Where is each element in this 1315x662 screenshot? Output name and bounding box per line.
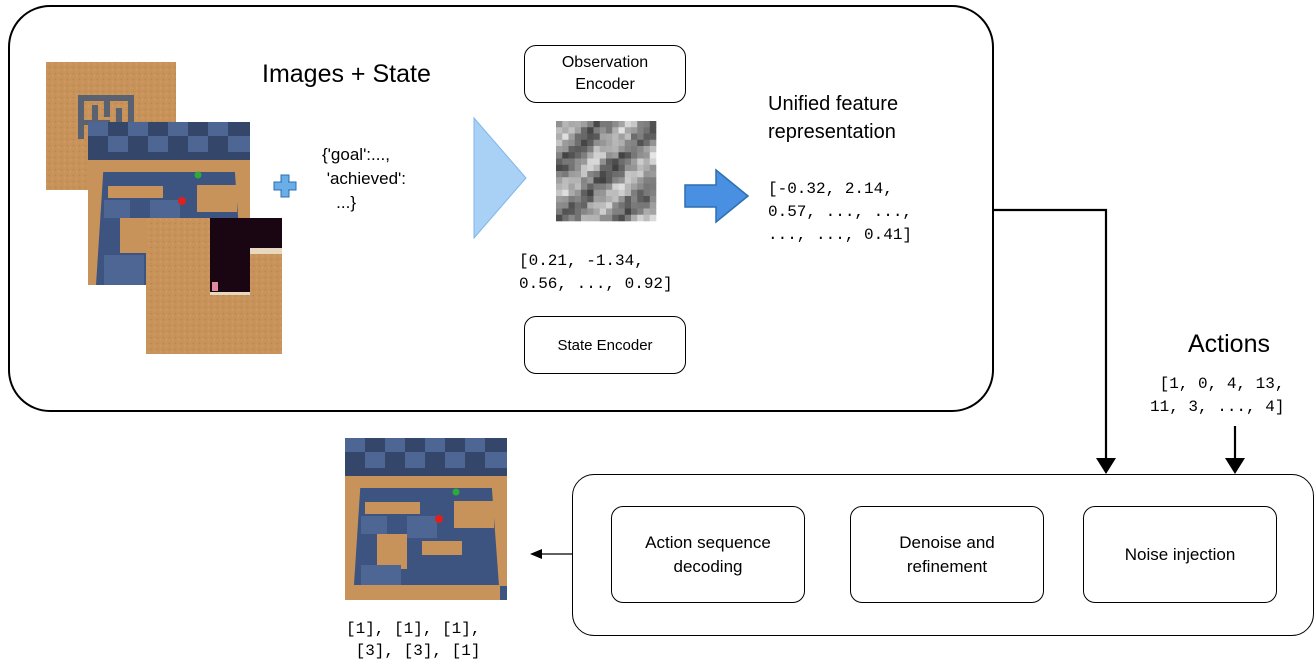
unified-feature-title: Unified feature representation bbox=[768, 93, 899, 143]
images-state-title: Images + State bbox=[262, 60, 431, 88]
encoded-vector-text: [0.21, -1.34, 0.56, ..., 0.92] bbox=[519, 252, 673, 293]
actions-vector-text: [1, 0, 4, 13, 11, 3, ..., 4] bbox=[1150, 375, 1285, 416]
right-arrow-icon bbox=[684, 168, 750, 224]
feature-map-image bbox=[556, 121, 657, 222]
observation-encoder-box: Observation Encoder bbox=[524, 45, 686, 103]
action-decoding-box: Action sequence decoding bbox=[611, 506, 805, 603]
denoise-refinement-box: Denoise and refinement bbox=[850, 506, 1044, 603]
output-sequence-text: [1], [1], [1], [3], [3], [1] bbox=[346, 620, 481, 660]
plus-icon bbox=[273, 174, 297, 198]
output-maze-image bbox=[345, 438, 507, 600]
noise-injection-box: Noise injection bbox=[1083, 506, 1277, 603]
flow-connector bbox=[994, 208, 1116, 474]
platformer-game-image bbox=[146, 218, 282, 354]
state-dict-text: {'goal':..., 'achieved': ...} bbox=[322, 145, 406, 212]
actions-title: Actions bbox=[1188, 330, 1270, 358]
actions-arrow bbox=[1225, 426, 1245, 474]
encoder-triangle-icon bbox=[473, 116, 527, 240]
state-encoder-box: State Encoder bbox=[524, 316, 686, 374]
unified-vector-text: [-0.32, 2.14, 0.57, ..., ..., ..., ..., … bbox=[768, 180, 913, 244]
